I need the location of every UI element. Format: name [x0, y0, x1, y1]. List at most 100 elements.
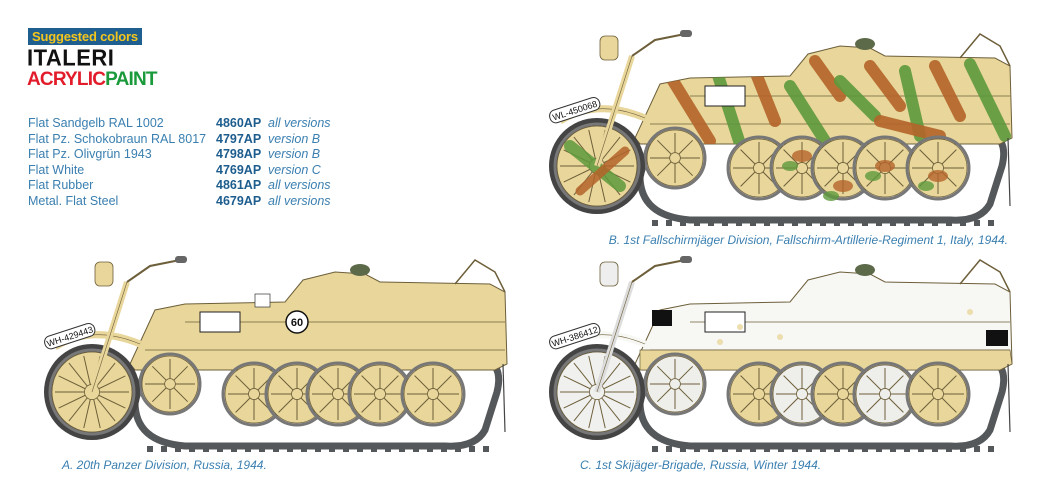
- paint-name: Flat Pz. Schokobraun RAL 8017: [28, 131, 207, 146]
- track-tooth: [357, 446, 363, 452]
- road-wheel-hub: [332, 388, 344, 400]
- track-tooth: [652, 220, 658, 226]
- road-wheel-hub: [291, 388, 303, 400]
- paint-name: Flat Rubber: [28, 178, 94, 192]
- road-wheel-hub: [427, 388, 439, 400]
- sprocket-wheel-hub: [669, 378, 681, 390]
- camo-spot: [792, 150, 812, 162]
- track-tooth: [736, 446, 742, 452]
- sprocket-wheel-hub: [164, 378, 176, 390]
- paint-versions: all versions: [268, 116, 331, 130]
- paint-word: PAINT: [105, 69, 157, 90]
- road-wheel-hub: [879, 388, 891, 400]
- paint-code: 4769AP: [216, 162, 262, 177]
- paint-versions: version B: [268, 131, 321, 146]
- paint-versions: all versions: [268, 178, 331, 192]
- paint-name: Metal. Flat Steel: [28, 193, 119, 208]
- track-tooth: [988, 446, 994, 452]
- road-wheel-hub: [796, 162, 808, 174]
- track-tooth: [680, 220, 686, 226]
- front-wheel-rim: [553, 348, 641, 436]
- helmet-icon: [350, 264, 370, 276]
- rear-frame: [959, 33, 1011, 67]
- camo-spot: [833, 180, 853, 192]
- road-wheel-rim: [400, 361, 466, 427]
- track-tooth: [231, 446, 237, 452]
- track-tooth: [203, 446, 209, 452]
- track-tooth: [806, 446, 812, 452]
- paint-versions: all versions: [268, 193, 331, 208]
- camo-spot: [865, 171, 881, 181]
- track-tooth: [862, 446, 868, 452]
- weathering-spot: [737, 324, 743, 330]
- front-fork-edge: [91, 281, 128, 393]
- paint-name: Flat Pz. Olivgrün 1943: [28, 147, 152, 161]
- weathering-spot: [777, 334, 783, 340]
- licence-plate-bg: [44, 322, 96, 350]
- rear-frame: [959, 259, 1011, 293]
- track-tooth: [904, 446, 910, 452]
- paint-name: Flat Sandgelb RAL 1002: [28, 116, 164, 130]
- road-wheel-hub: [374, 388, 386, 400]
- acrylic-word: ACRYLIC: [27, 69, 106, 90]
- track-tooth: [722, 220, 728, 226]
- track-tooth: [820, 446, 826, 452]
- handlebar: [126, 259, 181, 283]
- road-wheel-rim: [905, 361, 971, 427]
- road-wheel-hub: [837, 388, 849, 400]
- antenna-rod: [1007, 363, 1011, 433]
- track-tooth: [764, 446, 770, 452]
- paint-code: 4861AP: [216, 178, 262, 192]
- headlight: [599, 261, 619, 287]
- track-tooth: [343, 446, 349, 452]
- track-tooth: [834, 220, 840, 226]
- track-tooth: [974, 220, 980, 226]
- handlebar-grip: [680, 30, 692, 37]
- camo-stroke: [784, 80, 831, 144]
- track-tooth: [946, 446, 952, 452]
- track-tooth: [455, 446, 461, 452]
- track-tooth: [666, 446, 672, 452]
- sprocket-wheel-rim: [138, 352, 202, 416]
- track-tooth: [694, 220, 700, 226]
- road-wheel-hub: [932, 388, 944, 400]
- vehicle-version-c: WH-386412: [549, 256, 1013, 452]
- track-tooth: [946, 220, 952, 226]
- headlight: [599, 35, 619, 61]
- camo-spot: [928, 170, 948, 182]
- track-tooth: [680, 446, 686, 452]
- track-tooth: [694, 446, 700, 452]
- weathering-spot: [717, 339, 723, 345]
- handlebar-grip: [175, 256, 187, 263]
- track-tooth: [245, 446, 251, 452]
- track-tooth: [862, 220, 868, 226]
- unit-sign-front: [652, 310, 672, 326]
- track-tooth: [876, 220, 882, 226]
- track-tooth: [483, 446, 489, 452]
- acrylic-paint-logo: ACRYLICPAINT: [27, 69, 158, 90]
- data-plate: [199, 311, 241, 333]
- camo-spot: [823, 191, 839, 201]
- camo-stroke: [749, 65, 781, 127]
- antenna-rod: [502, 363, 506, 433]
- track-tooth: [792, 446, 798, 452]
- camo-stroke: [664, 70, 716, 144]
- helmet-icon: [855, 264, 875, 276]
- headlight: [94, 261, 114, 287]
- track-tooth: [315, 446, 321, 452]
- division-sign: [254, 293, 271, 308]
- track-tooth: [371, 446, 377, 452]
- camo-stroke: [564, 140, 626, 192]
- camo-stroke: [809, 55, 846, 102]
- track-tooth: [932, 220, 938, 226]
- paint-name: Flat White: [28, 162, 85, 177]
- road-wheel-hub: [753, 162, 765, 174]
- camo-stroke: [864, 60, 906, 112]
- track-tooth: [960, 220, 966, 226]
- track-tooth: [666, 220, 672, 226]
- track-tooth: [890, 446, 896, 452]
